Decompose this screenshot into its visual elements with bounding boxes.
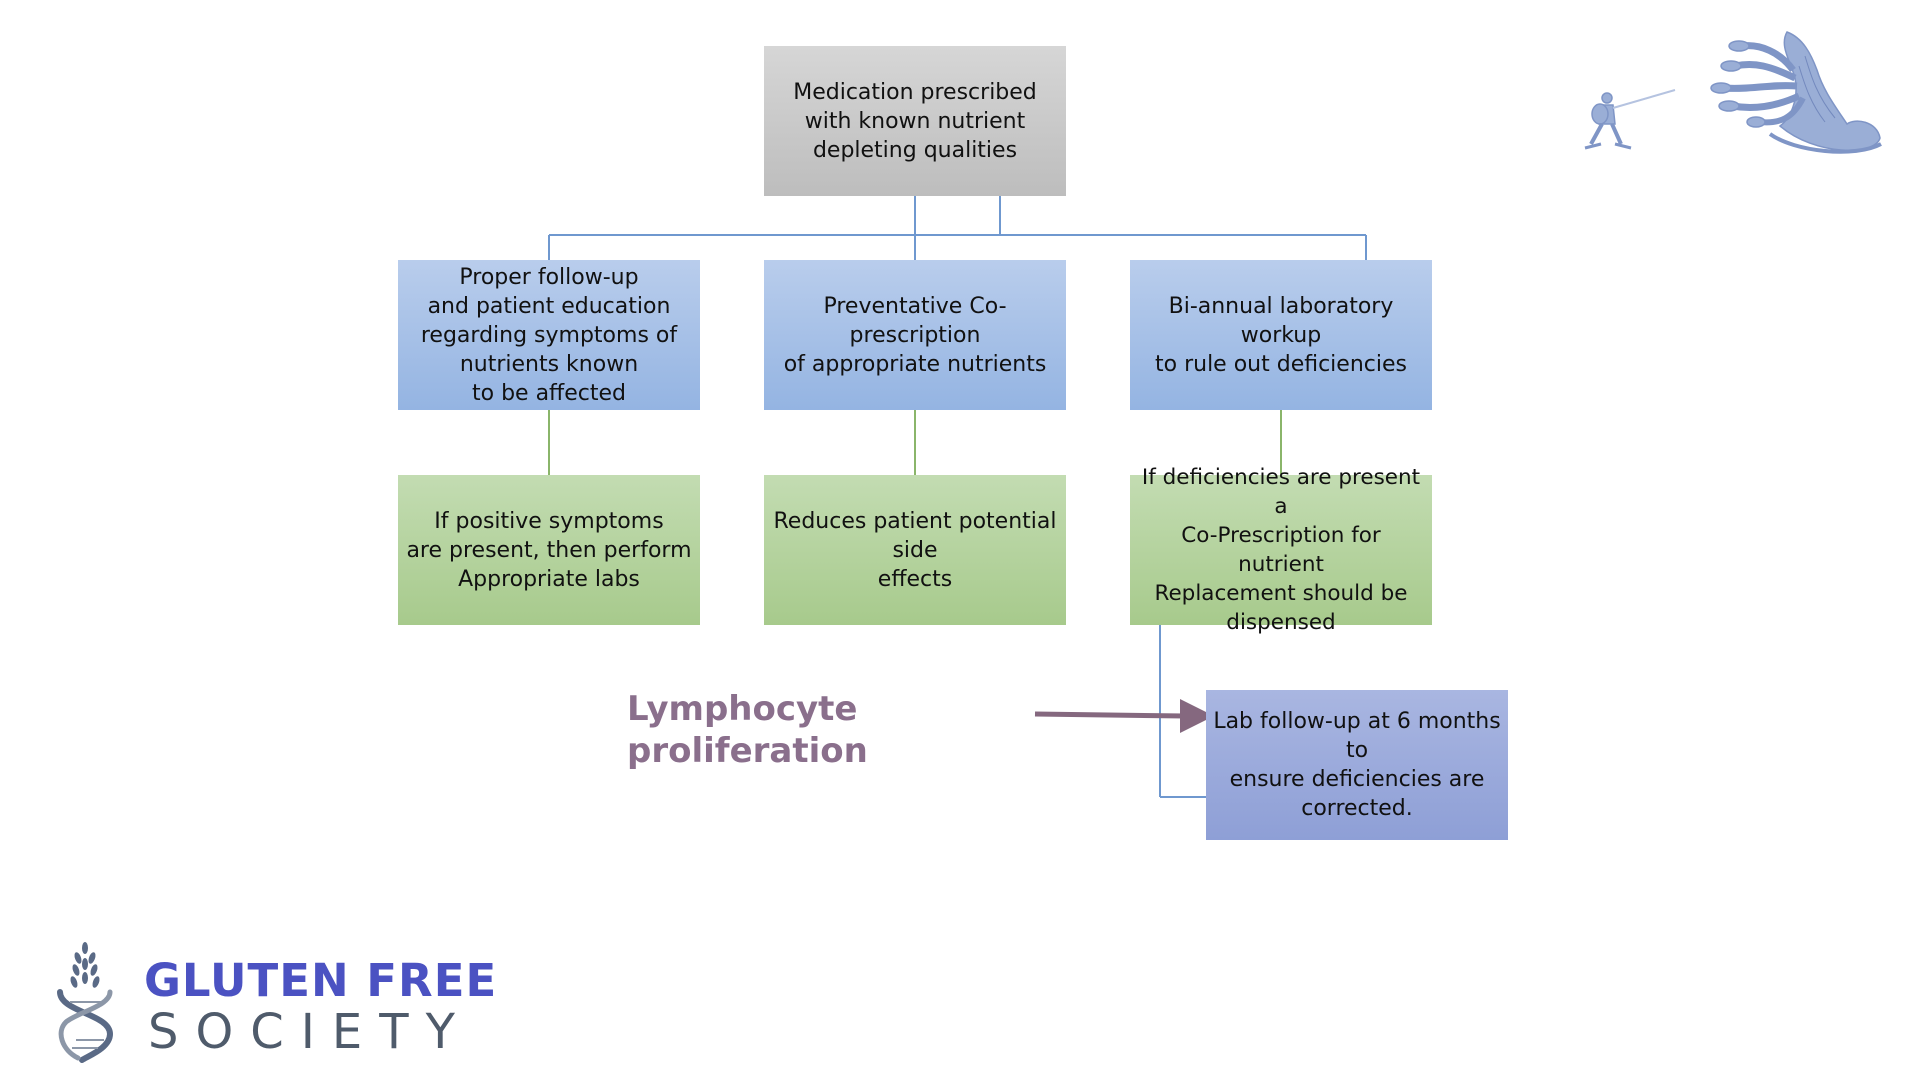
gluten-free-society-logo: GLUTEN FREE SOCIETY	[48, 940, 496, 1070]
outcome-node-replacement: If deficiencies are present a Co-Prescri…	[1130, 465, 1432, 635]
logo-text-gluten-free: GLUTEN FREE	[144, 954, 498, 1007]
green-connectors	[548, 410, 1282, 475]
callout-label: Lymphocyte proliferation	[627, 689, 868, 771]
strategy-node-lab-workup: Bi-annual laboratory workup to rule out …	[1130, 260, 1432, 410]
outcome-node-labs: If positive symptoms are present, then p…	[398, 475, 700, 625]
medication-node: Medication prescribed with known nutrien…	[764, 46, 1066, 196]
callout-arrow	[1034, 699, 1214, 733]
hero-fighting-hydra-illustration	[1584, 31, 1882, 154]
outcome-node-side-effects: Reduces patient potential side effects	[764, 475, 1066, 625]
wheat-dna-helix-icon	[57, 942, 114, 1063]
blue-connectors	[548, 196, 1367, 798]
followup-node-lab: Lab follow-up at 6 months to ensure defi…	[1206, 690, 1508, 840]
strategy-node-follow-up: Proper follow-up and patient education r…	[398, 260, 700, 410]
strategy-node-co-prescription: Preventative Co- prescription of appropr…	[764, 260, 1066, 410]
logo-text-society: SOCIETY	[148, 1004, 472, 1060]
